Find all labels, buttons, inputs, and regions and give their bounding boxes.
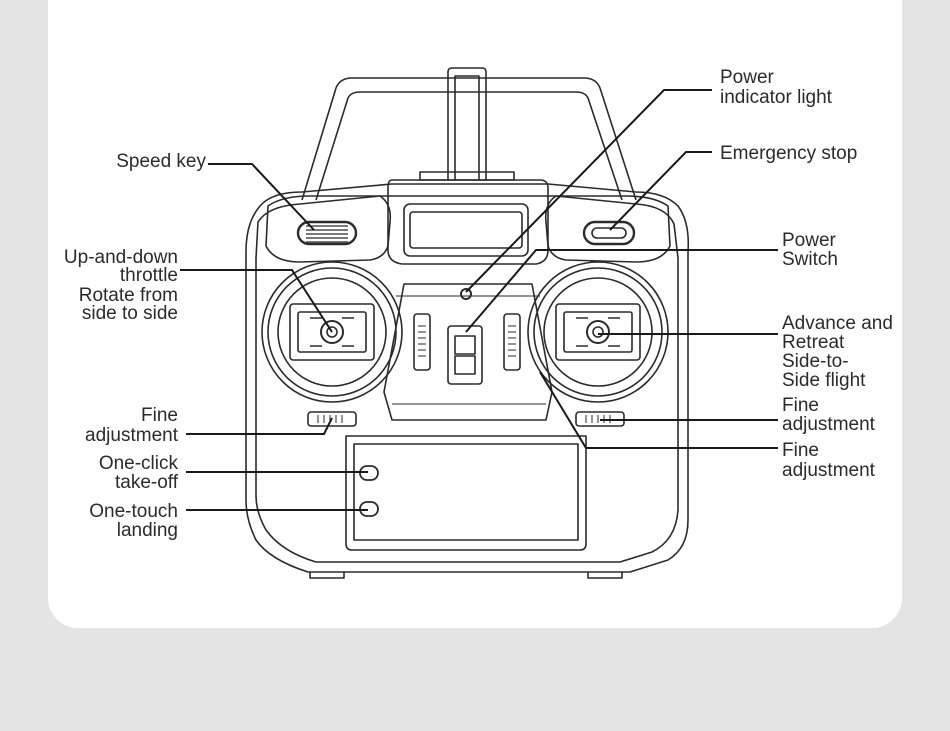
label-landing-2: landing [116,520,178,541]
label-emergency-stop: Emergency stop [720,143,858,164]
label-fine-right-bottom-2: adjustment [782,460,875,481]
label-throttle-4: side to side [81,303,178,324]
label-fine-right-bottom-1: Fine [782,440,819,461]
label-power-light-1: Power [720,67,774,88]
label-landing-1: One-touch [89,501,178,522]
leader-power-light [465,89,712,293]
power-indicator-light [460,288,472,300]
right-stick [586,320,610,344]
handle-bar [301,77,637,201]
left-horizontal-trim [307,411,357,427]
label-fine-right-top-2: adjustment [782,414,875,435]
left-vertical-trim [413,313,431,371]
label-throttle-1: Up-and-down [63,247,178,268]
label-takeoff-1: One-click [98,453,178,474]
label-advance-4: Side flight [782,370,866,391]
diagram-card [48,0,902,628]
label-power-switch-2: Switch [782,249,838,270]
speed-key [296,220,358,246]
label-advance-1: Advance and [782,313,893,334]
label-advance-2: Retreat [782,332,845,353]
right-vertical-trim [503,313,521,371]
leader-speed-key [208,163,315,231]
label-fine-right-top-1: Fine [782,395,819,416]
label-power-switch-1: Power [782,230,836,251]
label-speed-key: Speed key [116,151,206,172]
bottom-panel [345,435,587,551]
label-throttle-2: throttle [119,265,178,286]
controller-body [245,183,690,573]
left-stick [320,320,344,344]
leader-fine-right-bottom [539,371,778,449]
label-advance-3: Side-to- [782,351,849,372]
power-switch [447,325,483,385]
leader-throttle [180,269,333,333]
label-fine-left-2: adjustment [85,425,178,446]
antenna [447,67,487,180]
leader-power-switch [465,249,778,333]
label-throttle-3: Rotate from [78,285,178,306]
leader-emergency-stop [609,151,712,231]
label-power-light-2: indicator light [720,87,832,108]
emergency-stop-button [582,220,636,246]
label-takeoff-2: take-off [114,472,178,493]
label-fine-left-1: Fine [141,405,178,426]
display-window [409,211,523,249]
leader-fine-left [186,417,333,435]
